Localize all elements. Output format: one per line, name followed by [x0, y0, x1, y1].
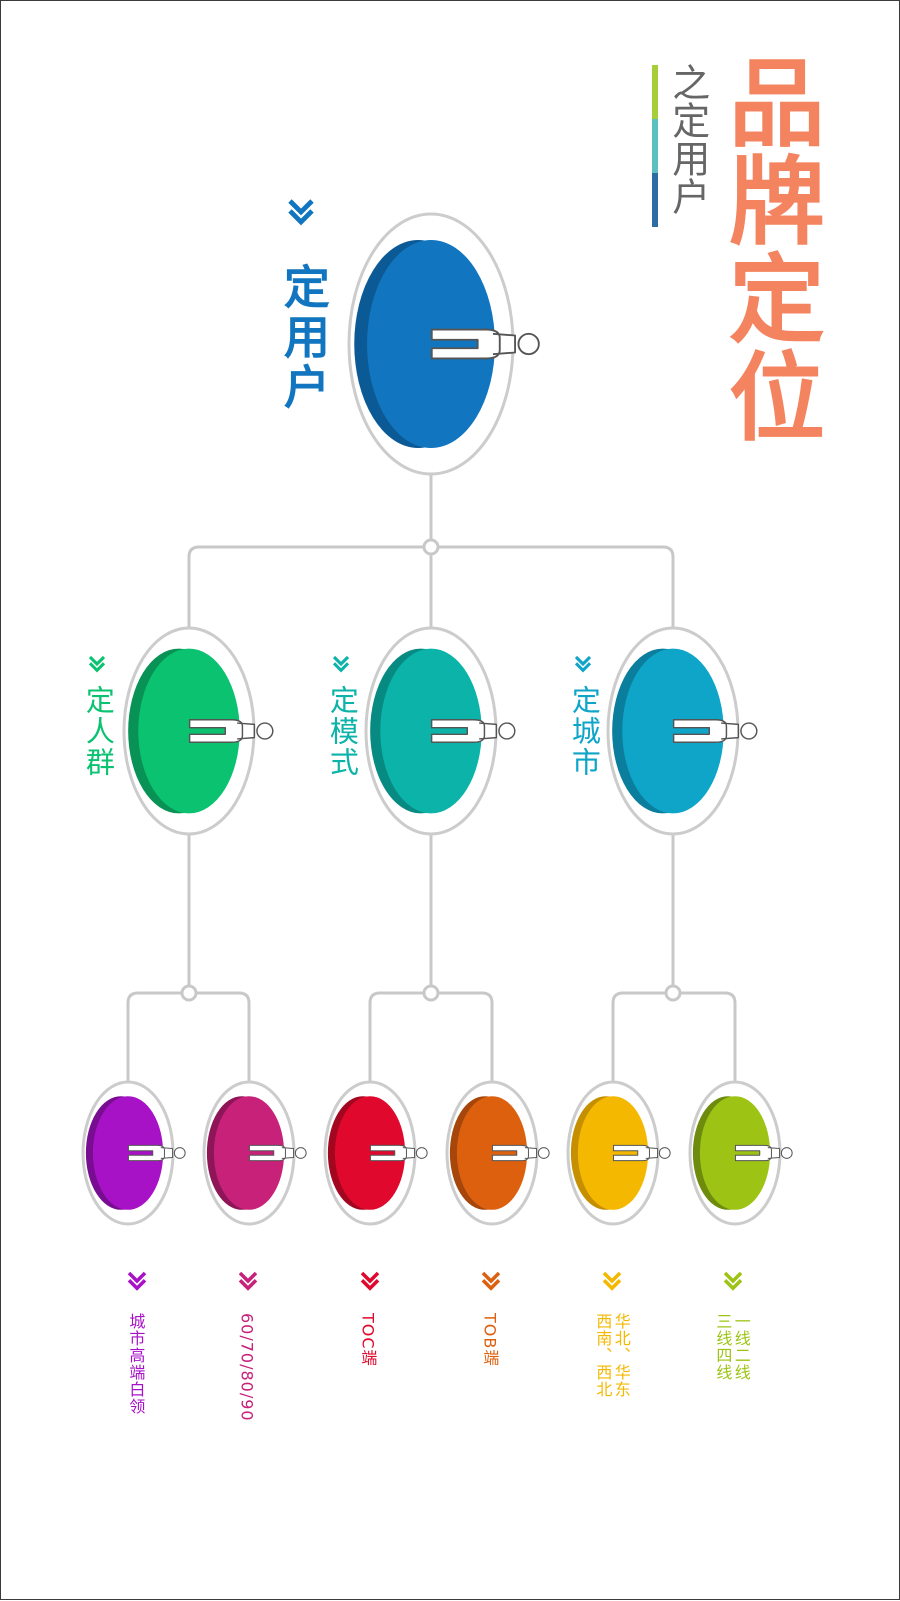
chevron-down-icon	[602, 1271, 622, 1291]
junction-dot	[180, 984, 198, 1002]
junction-dot	[422, 538, 440, 556]
junction-dot	[664, 984, 682, 1002]
chevron-down-icon	[360, 1271, 380, 1291]
level1-label-crowd: 定人群	[81, 685, 116, 778]
chevron-down-icon	[127, 1271, 147, 1291]
connector-line	[611, 991, 737, 1085]
leaf-node-disk-top	[577, 1096, 649, 1210]
page-title: 品牌定位	[712, 53, 825, 445]
level1-node-person-icon	[430, 719, 516, 743]
junction-dot	[422, 984, 440, 1002]
leaf-node-person-icon	[612, 1144, 671, 1162]
leaf-label-generation: 60/70/80/90	[237, 1313, 257, 1422]
chevron-down-icon	[238, 1271, 258, 1291]
level1-node-disk-top	[138, 648, 240, 814]
root-node-disk-top	[367, 240, 495, 448]
leaf-label-line: TOB端	[480, 1313, 500, 1367]
connector-line	[126, 991, 251, 1085]
level1-node-person-icon	[188, 719, 274, 743]
leaf-node-person-icon	[248, 1144, 307, 1162]
leaf-label-toc: TOC端	[358, 1313, 378, 1367]
chevron-down-icon	[88, 655, 106, 673]
leaf-label-line: 一线二线	[731, 1313, 751, 1381]
title-accent-bar	[652, 119, 658, 173]
page-subtitle: 之定用户	[665, 63, 710, 215]
title-accent-bar	[652, 173, 658, 227]
level1-node-disk-top	[622, 648, 724, 814]
leaf-label-line: 西南、西北	[593, 1313, 613, 1398]
leaf-label-city-tier: 一线二线 三线四线	[713, 1313, 750, 1381]
leaf-node-disk-top	[213, 1096, 285, 1210]
chevron-down-icon	[332, 655, 350, 673]
leaf-node-person-icon	[369, 1144, 428, 1162]
leaf-label-line: 华北、华东	[611, 1313, 631, 1398]
leaf-label-line: 60/70/80/90	[237, 1313, 257, 1422]
title-accent-bar	[652, 65, 658, 119]
leaf-node-disk-top	[699, 1096, 771, 1210]
leaf-node-person-icon	[127, 1144, 186, 1162]
level1-label-city: 定城市	[567, 685, 602, 778]
chevron-down-icon	[288, 199, 314, 226]
leaf-label-line: TOC端	[358, 1313, 378, 1367]
leaf-label-white-collar: 城市高端白领	[126, 1313, 146, 1415]
chevron-down-icon	[574, 655, 592, 673]
chevron-down-icon	[481, 1271, 501, 1291]
root-node-label: 定用户	[276, 263, 331, 413]
leaf-label-region: 华北、华东 西南、西北	[593, 1313, 630, 1398]
level1-node-person-icon	[672, 719, 758, 743]
leaf-node-person-icon	[491, 1144, 550, 1162]
connector-line	[368, 991, 494, 1085]
leaf-node-disk-top	[92, 1096, 164, 1210]
leaf-label-tob: TOB端	[480, 1313, 500, 1367]
leaf-label-line: 三线四线	[713, 1313, 733, 1381]
leaf-node-person-icon	[734, 1144, 793, 1162]
chevron-down-icon	[723, 1271, 743, 1291]
leaf-node-disk-top	[334, 1096, 406, 1210]
leaf-node-disk-top	[456, 1096, 528, 1210]
root-node-person-icon	[430, 328, 540, 360]
level1-label-model: 定模式	[325, 685, 360, 778]
level1-node-disk-top	[380, 648, 482, 814]
leaf-label-line: 城市高端白领	[126, 1313, 146, 1415]
